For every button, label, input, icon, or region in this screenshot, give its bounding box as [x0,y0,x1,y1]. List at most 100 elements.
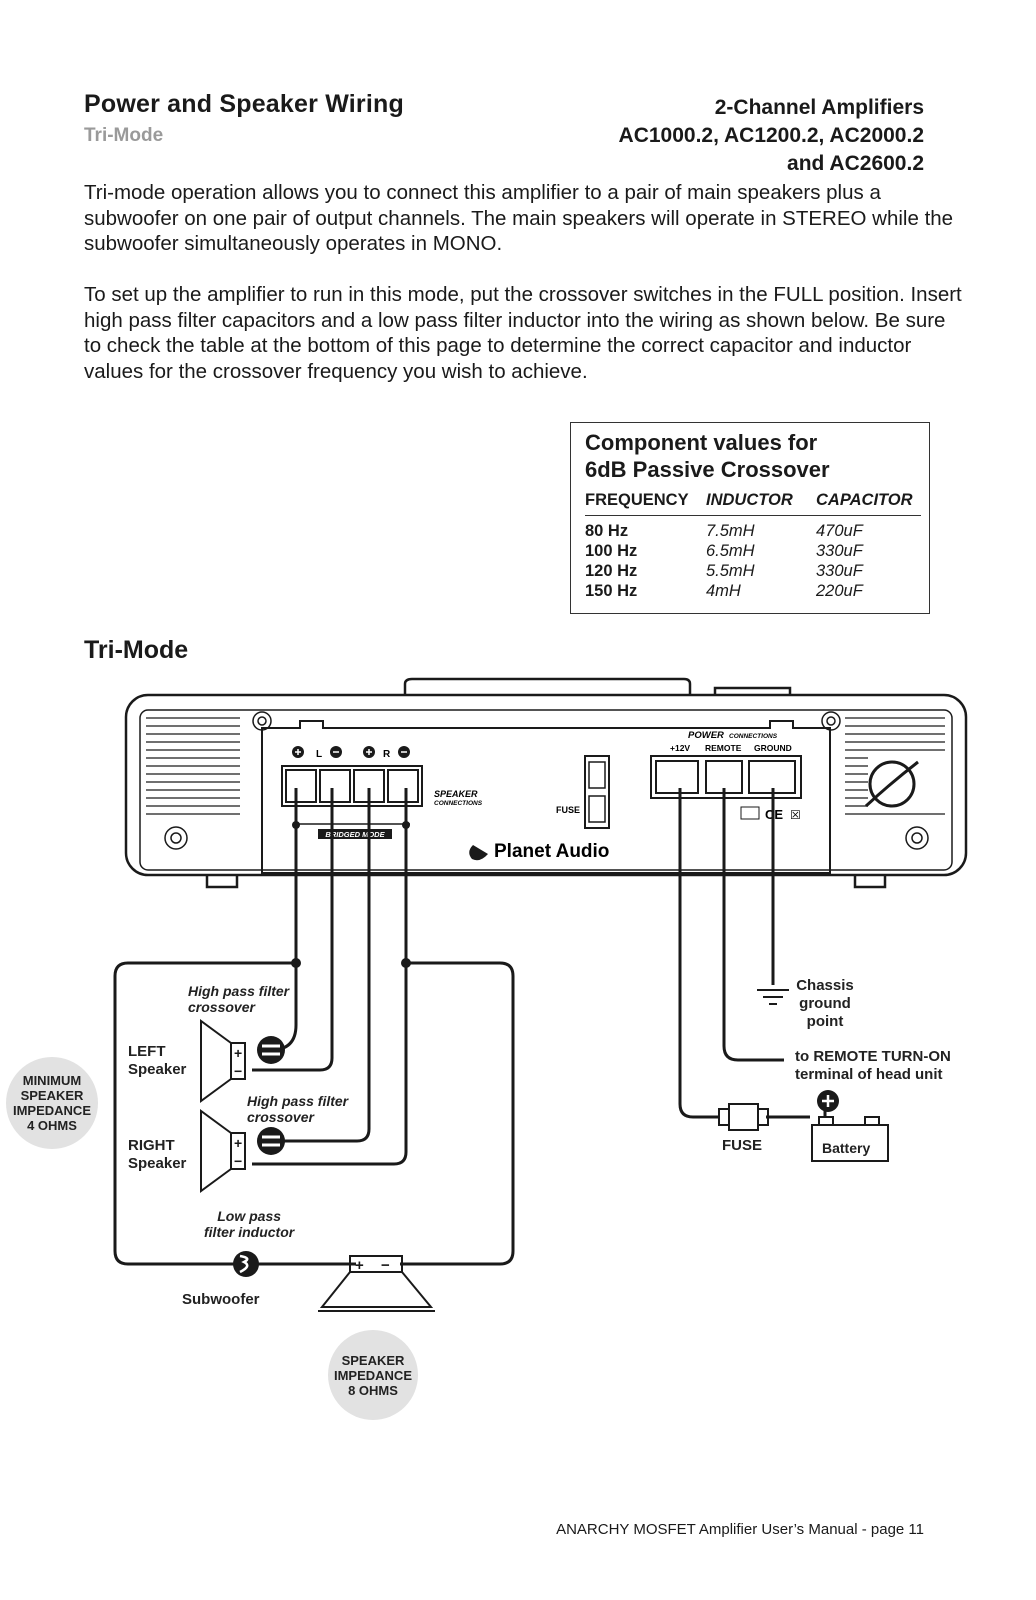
plus12v-label: +12V [670,743,690,753]
screw [257,716,267,726]
sub-impedance-badge: SPEAKER IMPEDANCE 8 OHMS [328,1330,418,1420]
high-pass-capacitor-icon [257,1036,285,1064]
speaker-polarity-marks [292,746,410,758]
table-cell: 6.5mH [706,542,755,560]
battery-icon [811,1090,889,1162]
remote-turn-on-line2: terminal of head unit [795,1066,943,1083]
amp-foot [205,875,239,889]
right-speaker-label-line2: Speaker [128,1155,187,1172]
amp-fuse-holder [584,755,610,829]
chassis-ground-line2: ground [799,995,851,1012]
right-speaker-label-line1: RIGHT [128,1137,175,1154]
table-cell: 7.5mH [706,522,755,540]
min-impedance-line3: IMPEDANCE [12,1103,91,1118]
amp-body [124,693,968,877]
screw [821,711,841,731]
wire-right-minus [252,788,408,1166]
table-cell: 5.5mH [706,562,755,580]
e-mark-icon [740,806,760,820]
component-values-table: Component values for 6dB Passive Crossov… [570,422,930,614]
table-cell: 330uF [816,542,863,560]
heatsink-left [146,717,240,815]
chassis-ground-line1: Chassis [796,977,854,994]
heatsink-right [845,717,945,815]
svg-text:−: − [234,1153,242,1169]
bridged-mode-label: BRIDGED MODE [325,830,385,839]
sub-impedance-line1: SPEAKER [341,1352,405,1368]
svg-text:−: − [234,1063,242,1079]
left-speaker-label: LEFT Speaker [128,1043,186,1079]
wire-right-plus [271,788,371,1143]
model-heading-line2: AC1000.2, AC1200.2, AC2000.2 [618,124,924,147]
wire-12v [678,788,719,1119]
right-speaker-label: RIGHT Speaker [128,1137,186,1173]
amp-fuse-label: FUSE [556,805,580,815]
page-subtitle: Tri-Mode [84,125,164,146]
svg-text:+: + [355,1257,364,1274]
left-speaker-label-line1: LEFT [128,1043,166,1060]
screw [252,711,272,731]
chassis-ground-label: Chassis ground point [792,977,858,1031]
amp-top-cover [403,677,692,695]
fuse-label: FUSE [722,1137,763,1154]
planet-ring [864,760,919,808]
svg-text:+: + [234,1045,242,1061]
wire-remote [722,788,784,1062]
battery-label: Battery [822,1140,871,1156]
mount-screw [170,832,182,844]
min-impedance-line2: SPEAKER [20,1088,84,1103]
subwoofer-icon: + − [318,1255,435,1312]
remote-label: REMOTE [705,743,742,753]
hpf-right-label: High pass filter crossover [247,1093,348,1125]
screw [826,716,836,726]
wires [113,788,827,1266]
model-heading: 2-Channel Amplifiers AC1000.2, AC1200.2,… [619,94,924,178]
table-title-line1: Component values for [585,430,818,455]
power-connections-label: POWER [688,730,724,741]
remote-turn-on-label: to REMOTE TURN-ON terminal of head unit [795,1048,951,1084]
min-impedance-line4: 4 OHMS [27,1118,77,1133]
table-cell: 4mH [706,582,741,600]
lpf-label: Low pass filter inductor [204,1208,294,1240]
amp-top-tab [713,686,792,695]
hpf-right-label-line1: High pass filter [247,1093,349,1109]
lpf-label-line2: filter inductor [204,1224,295,1240]
brand-logo-icon [469,845,488,861]
power-connections-label-2: CONNECTIONS [729,733,778,740]
table-cell: 330uF [816,562,863,580]
planet-logo [868,760,916,808]
low-pass-inductor-icon [233,1251,259,1277]
intro-paragraph: Tri-mode operation allows you to connect… [84,181,954,255]
amp-panel [261,720,831,874]
mount-screw [164,826,188,850]
ground-icon [757,989,789,1005]
brand-label: Planet Audio [494,841,609,862]
page-title: Power and Speaker Wiring [84,90,404,118]
hpf-left-label: High pass filter crossover [188,983,289,1015]
hpf-right-label-line2: crossover [247,1109,314,1125]
inline-fuse-icon [718,1103,769,1131]
lpf-label-line1: Low pass [217,1208,282,1224]
ground-label: GROUND [754,743,792,753]
mount-screw [905,826,929,850]
left-channel-label: L [316,749,322,760]
table-cell: 220uF [816,582,863,600]
wire-left-minus [252,788,334,1072]
speaker-connections-label-2: CONNECTIONS [434,800,483,807]
col-capacitor: CAPACITOR [816,491,913,509]
wire-sub-minus [113,961,296,1266]
table-title-line2: 6dB Passive Crossover [585,457,830,482]
wire-junctions [291,821,411,968]
page-footer: ANARCHY MOSFET Amplifier User’s Manual -… [556,1521,924,1538]
sub-impedance-line3: 8 OHMS [348,1382,398,1398]
svg-text:−: − [381,1257,390,1274]
table-cell: 120 Hz [585,562,638,580]
speaker-terminal-block [281,765,423,807]
model-heading-line3: and AC2600.2 [787,152,924,175]
col-inductor: INDUCTOR [706,491,793,509]
sub-impedance-line2: IMPEDANCE [333,1367,412,1383]
right-speaker-icon: + − [200,1109,246,1193]
min-impedance-badge: MINIMUM SPEAKER IMPEDANCE 4 OHMS [6,1057,98,1149]
min-impedance-line1: MINIMUM [22,1073,82,1088]
